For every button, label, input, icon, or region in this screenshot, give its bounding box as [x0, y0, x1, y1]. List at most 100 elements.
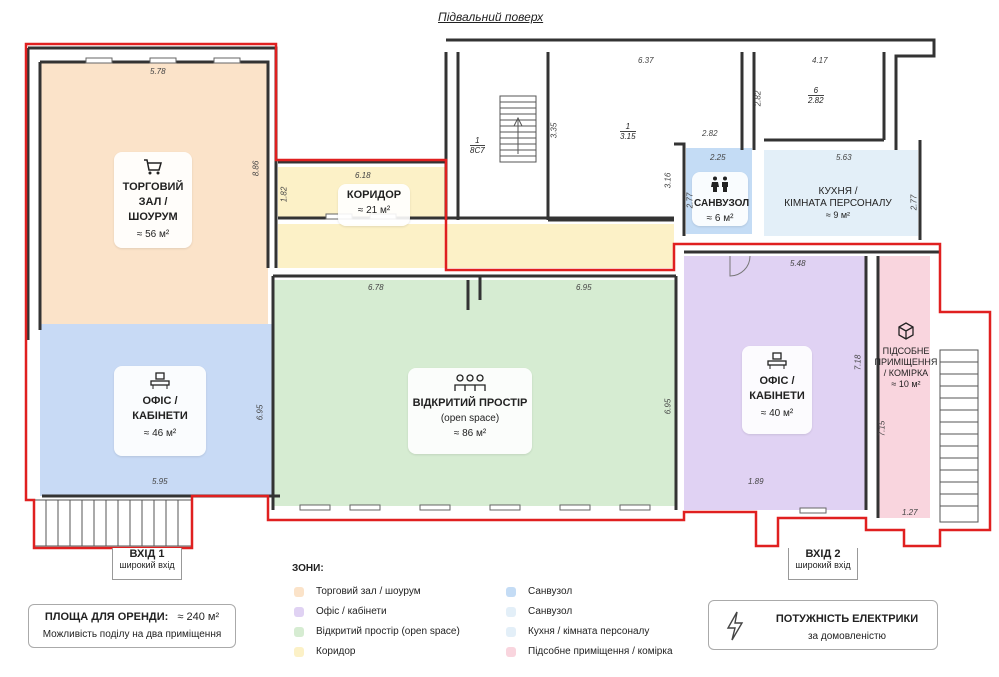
legend-label: Офіс / кабінети	[316, 606, 387, 617]
zone-corridor-card: КОРИДОР ≈ 21 м²	[338, 184, 410, 226]
dimension-label: 2.77	[909, 194, 919, 211]
zone-open-space-area: ≈ 86 м²	[453, 428, 487, 439]
dimension-label: 6.95	[663, 398, 673, 415]
power-value: за домовленістю	[807, 631, 887, 642]
power-box: ПОТУЖНІСТЬ ЕЛЕКТРИКИ за домовленістю	[708, 600, 938, 650]
legend-swatch	[294, 606, 304, 617]
legend-label: Відкритий простір (open space)	[316, 626, 460, 637]
legend-title: ЗОНИ:	[292, 563, 324, 574]
people-group-icon	[454, 374, 486, 391]
lightning-icon	[726, 611, 744, 641]
dimension-label: 7.15	[877, 420, 887, 437]
entrance-2-sub: широкий вхід	[795, 560, 851, 570]
room-mark: 1 3.15	[620, 122, 636, 141]
zone-office-left-area: ≈ 46 м²	[143, 428, 177, 439]
legend-swatch	[294, 586, 304, 597]
dimension-label: 5.78	[150, 67, 166, 76]
office-desk-icon	[150, 372, 170, 389]
legend-swatch	[506, 626, 516, 637]
entrance-2-box: ВХІД 2 широкий вхід	[788, 548, 858, 580]
legend-item: Коридор	[294, 646, 356, 657]
dimension-label: 3.35	[549, 122, 559, 139]
legend-label: Підсобне приміщення / комірка	[528, 646, 673, 657]
rent-area-value: ≈ 240 м²	[177, 611, 220, 623]
zone-bathroom-name: САНВУЗОЛ	[694, 198, 750, 209]
dimension-label: 2.82	[753, 90, 763, 107]
stairs-top	[499, 95, 537, 163]
zone-office-right-card: ОФІС / КАБІНЕТИ ≈ 40 м²	[742, 346, 812, 434]
doors	[729, 255, 751, 277]
room-mark-den: 2.82	[808, 96, 824, 105]
zone-office-right-name: ОФІС / КАБІНЕТИ	[749, 375, 805, 402]
room-mark-num: 6	[808, 86, 824, 96]
stairs-right	[939, 349, 979, 523]
office-desk-icon	[767, 352, 787, 369]
legend-item: Відкритий простір (open space)	[294, 626, 460, 637]
room-mark-num: 1	[470, 136, 485, 146]
zone-retail-area: ≈ 56 м²	[136, 229, 170, 240]
legend-label: Кухня / кімната персоналу	[528, 626, 650, 637]
legend-label: Коридор	[316, 646, 356, 657]
legend-label: Торговий зал / шоурум	[316, 586, 421, 597]
zone-office-left-card: ОФІС / КАБІНЕТИ ≈ 46 м²	[114, 366, 206, 456]
rental-area-outline	[24, 42, 992, 550]
room-mark: 1 8С7	[470, 136, 485, 155]
zone-storage-name: ПІДСОБНЕ ПРИМІЩЕННЯ / КОМІРКА	[874, 346, 938, 378]
zone-open-space-name: ВІДКРИТИЙ ПРОСТІР	[412, 397, 528, 409]
entrance-1-box: ВХІД 1 широкий вхід	[112, 548, 182, 580]
legend-item: Торговий зал / шоурум	[294, 586, 421, 597]
dimension-label: 6.37	[638, 56, 654, 65]
dimension-label: 1.82	[279, 186, 289, 203]
zone-storage-area: ≈ 10 м²	[891, 379, 921, 389]
rent-area-box: ПЛОЩА ДЛЯ ОРЕНДИ: ≈ 240 м² Можливість по…	[28, 604, 236, 648]
legend-swatch	[506, 646, 516, 657]
legend-label: Санвузол	[528, 586, 573, 597]
zone-office-left-name: ОФІС / КАБІНЕТИ	[132, 395, 188, 422]
zone-corridor-fill-2	[278, 224, 674, 268]
zone-kitchen-label: КУХНЯ / КІМНАТА ПЕРСОНАЛУ ≈ 9 м²	[776, 186, 900, 221]
stairs-left-entrance	[33, 499, 193, 547]
zone-storage-fill	[878, 256, 930, 518]
restroom-icon	[711, 176, 728, 192]
rent-area-note: Можливість поділу на два приміщення	[42, 629, 222, 640]
dimension-label: 1.89	[748, 477, 764, 486]
zone-retail-name: ТОРГОВИЙ ЗАЛ / ШОУРУМ	[122, 181, 184, 223]
dimension-label: 7.18	[853, 354, 863, 371]
zone-kitchen-fill	[764, 150, 918, 236]
dimension-label: 3.16	[663, 172, 673, 189]
zone-corridor-name: КОРИДОР	[346, 189, 402, 201]
shopping-cart-icon	[144, 159, 162, 175]
legend-label: Санвузол	[528, 606, 573, 617]
entrance-2-label: ВХІД 2	[805, 548, 841, 560]
dimension-label: 4.17	[812, 56, 828, 65]
legend-item: Офіс / кабінети	[294, 606, 387, 617]
legend-item: Підсобне приміщення / комірка	[506, 646, 673, 657]
box-icon	[898, 322, 914, 340]
zone-open-space-subtitle: (open space)	[440, 413, 500, 424]
legend-swatch	[506, 606, 516, 617]
zone-bathroom-card: САНВУЗОЛ ≈ 6 м²	[692, 172, 750, 226]
dimension-label: 5.48	[790, 259, 806, 268]
dimension-label: 2.77	[685, 192, 695, 209]
zone-office-right-area: ≈ 40 м²	[760, 408, 794, 419]
legend-item: Санвузол	[506, 606, 572, 617]
entrance-1-sub: широкий вхід	[119, 560, 175, 570]
legend-swatch	[506, 586, 516, 597]
zone-kitchen-name: КУХНЯ / КІМНАТА ПЕРСОНАЛУ	[784, 186, 892, 209]
zone-kitchen-area: ≈ 9 м²	[825, 210, 851, 220]
zone-bathroom-area: ≈ 6 м²	[706, 213, 734, 224]
legend: ЗОНИ:	[292, 563, 324, 580]
rent-area-label: ПЛОЩА ДЛЯ ОРЕНДИ:	[44, 611, 169, 623]
walls	[26, 38, 940, 518]
zone-corridor-area: ≈ 21 м²	[357, 205, 391, 216]
dimension-label: 6.95	[255, 404, 265, 421]
dimension-label: 5.63	[836, 153, 852, 162]
zone-retail-card: ТОРГОВИЙ ЗАЛ / ШОУРУМ ≈ 56 м²	[114, 152, 192, 248]
dimension-label: 6.18	[355, 171, 371, 180]
room-mark-num: 1	[620, 122, 636, 132]
legend-item: Санвузол	[506, 586, 572, 597]
page-title: Підвальний поверх	[438, 10, 544, 24]
dimension-label: 1.27	[902, 508, 918, 517]
legend-swatch	[294, 626, 304, 637]
dimension-label: 6.95	[576, 283, 592, 292]
